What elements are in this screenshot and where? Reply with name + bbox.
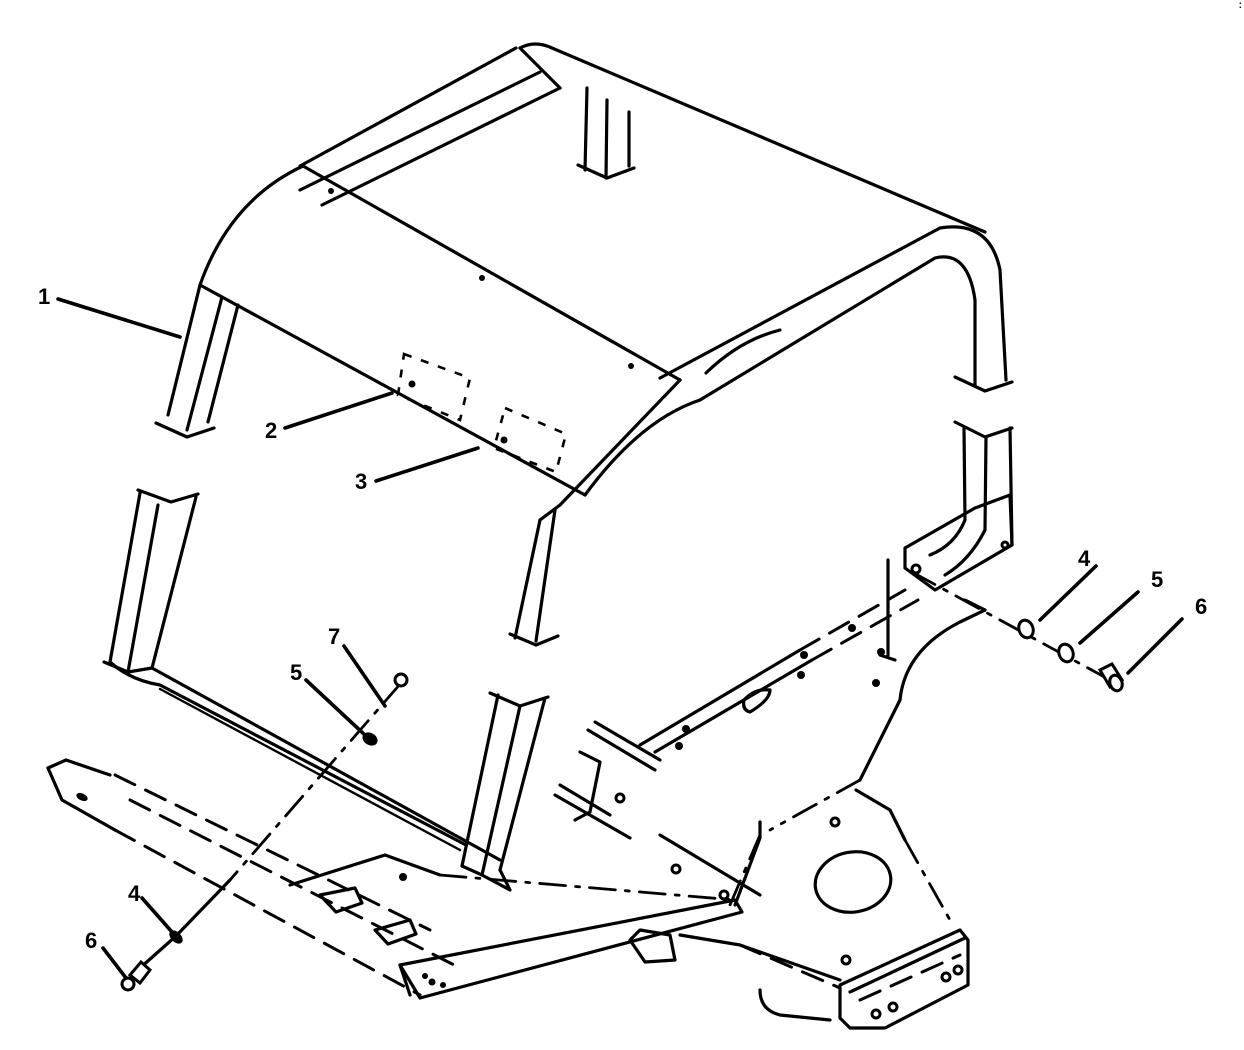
washer-right-2-icon — [1057, 642, 1075, 664]
decal-outlines — [396, 352, 568, 474]
callout-4-left: 4 — [128, 881, 141, 906]
page-corner-mark: : — [1238, 0, 1242, 11]
bolt-left-icon — [127, 959, 153, 986]
callout-3: 3 — [355, 469, 367, 494]
hardware — [120, 570, 1125, 992]
washer-right-icon — [1017, 618, 1035, 640]
callout-6-right: 6 — [1195, 594, 1207, 619]
frame-assembly — [46, 558, 987, 1030]
callout-5-right: 5 — [1151, 567, 1163, 592]
callout-7: 7 — [328, 624, 340, 649]
callout-6-left: 6 — [85, 928, 97, 953]
callouts: 1 2 3 4 5 6 7 5 4 6 — [38, 284, 1207, 980]
callout-5-left: 5 — [290, 660, 302, 685]
callout-2: 2 — [265, 418, 277, 443]
callout-1: 1 — [38, 284, 50, 309]
callout-4-right: 4 — [1078, 546, 1091, 571]
canopy-assembly — [102, 42, 1014, 892]
nut-top-icon — [393, 672, 409, 688]
